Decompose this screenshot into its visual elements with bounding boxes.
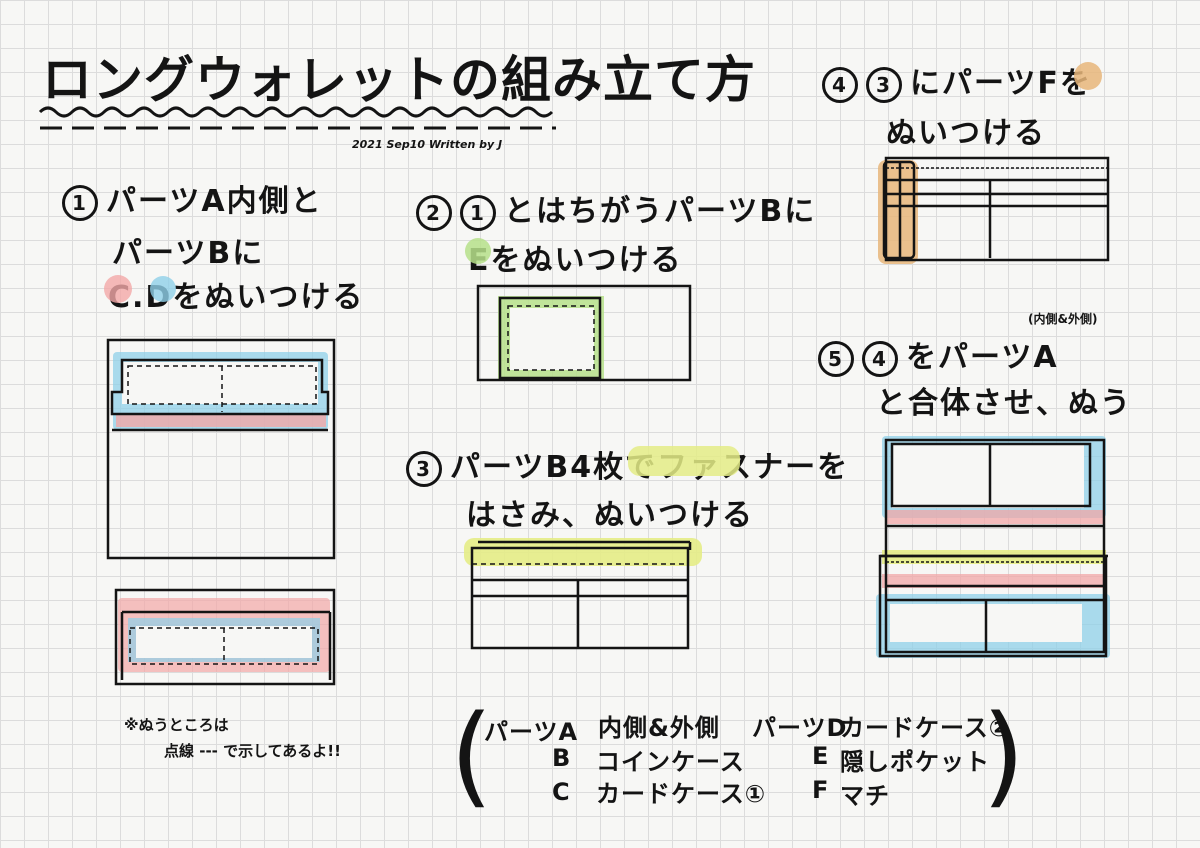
step-4-number: 4 (822, 66, 858, 103)
legend-e-text: 隠しポケット (840, 748, 990, 776)
letter-highlights (104, 62, 1102, 476)
legend-d-key: パーツD (752, 714, 848, 742)
step-3-number: 3 (406, 450, 442, 487)
legend-a-key: パーツA (484, 718, 579, 746)
step-5-number: 5 (818, 340, 854, 377)
step-2-line-2: Eをぬいつける (468, 243, 683, 278)
legend-e-key: E (812, 742, 830, 770)
legend-d-text: カードケース② (840, 714, 1011, 742)
step-2-ref: 1 (460, 194, 496, 231)
legend-open-paren: ( (450, 691, 493, 819)
step-1-diagram-top (106, 338, 336, 560)
step-1-number: 1 (62, 184, 98, 221)
step-5-diagram (876, 436, 1110, 658)
legend-a-text: 内側&外側 (598, 714, 720, 742)
step-2-number: 2 (416, 194, 452, 231)
step-4-ref: 3 (866, 66, 902, 103)
legend-close-paren: ) (982, 691, 1025, 819)
title-underline (38, 106, 556, 130)
legend-c-text: カードケース① (596, 780, 767, 808)
legend-c-key: C (552, 778, 571, 806)
step-5-ref: 4 (862, 340, 898, 377)
step-1-line-3: C.Dをぬいつける (108, 280, 365, 315)
legend-f-key: F (812, 776, 830, 804)
step-1-diagram-bottom (114, 588, 336, 686)
step-3-line-2: はさみ、ぬいつける (466, 498, 754, 533)
legend-f-text: マチ (840, 782, 890, 810)
byline: 2021 Sep10 Written by J (352, 138, 503, 151)
step-5-line-2: と合体させ、ぬう (876, 386, 1132, 421)
step-4-diagram (878, 156, 1110, 264)
page-title: ロングウォレットの組み立て方 (42, 51, 756, 109)
footnote-line-2: 点線 --- で示してあるよ!! (164, 742, 341, 760)
step-4-line-2: ぬいつける (886, 116, 1046, 151)
legend-b-text: コインケース (596, 748, 745, 776)
step-3-diagram (464, 538, 702, 650)
step-5-note: (内側&外側) (1028, 312, 1098, 326)
footnote-line-1: ※ぬうところは (124, 716, 229, 734)
step-2-diagram (476, 284, 692, 382)
legend-b-key: B (552, 744, 572, 772)
step-1-line-2: パーツBに (112, 236, 265, 271)
